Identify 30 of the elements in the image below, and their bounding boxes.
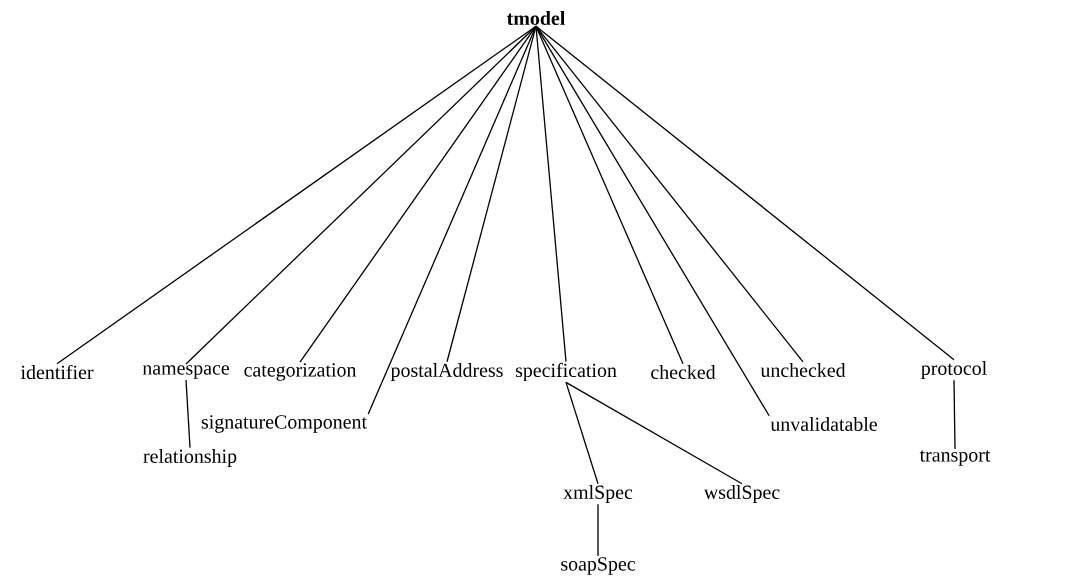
tree-line	[565, 381, 743, 485]
tree-label: signatureComponent	[201, 415, 367, 433]
tree-line	[953, 379, 956, 450]
tree-line	[597, 503, 599, 557]
tree-line	[535, 25, 567, 363]
tree-line	[446, 25, 537, 363]
tree-label: unvalidatable	[770, 417, 877, 431]
tree-label: namespace	[142, 365, 230, 379]
tree-label: specification	[515, 362, 617, 382]
tree-line	[565, 381, 599, 485]
tree-label: categorization	[244, 363, 357, 381]
tree-label: relationship	[143, 448, 237, 467]
tree-label: unchecked	[760, 363, 846, 377]
tree-line	[367, 25, 537, 415]
tree-line	[56, 25, 537, 365]
tree-label: postalAddress	[390, 362, 503, 381]
tree-line	[185, 379, 191, 449]
tree-label: soapSpec	[561, 557, 635, 575]
tree-label: protocol	[921, 360, 987, 379]
tree-line	[535, 25, 955, 361]
tree-line	[535, 25, 684, 365]
tree-label: identifier	[20, 364, 94, 380]
tree-line	[535, 25, 770, 417]
tree-line	[185, 25, 537, 365]
tree-label: checked	[651, 365, 716, 379]
tree-line	[299, 25, 537, 363]
root-label: tmodel	[507, 11, 565, 25]
tree-label: transport	[919, 450, 991, 466]
tree-label: wsdlSpec	[703, 484, 780, 503]
tree-label: xmlSpec	[563, 484, 633, 503]
